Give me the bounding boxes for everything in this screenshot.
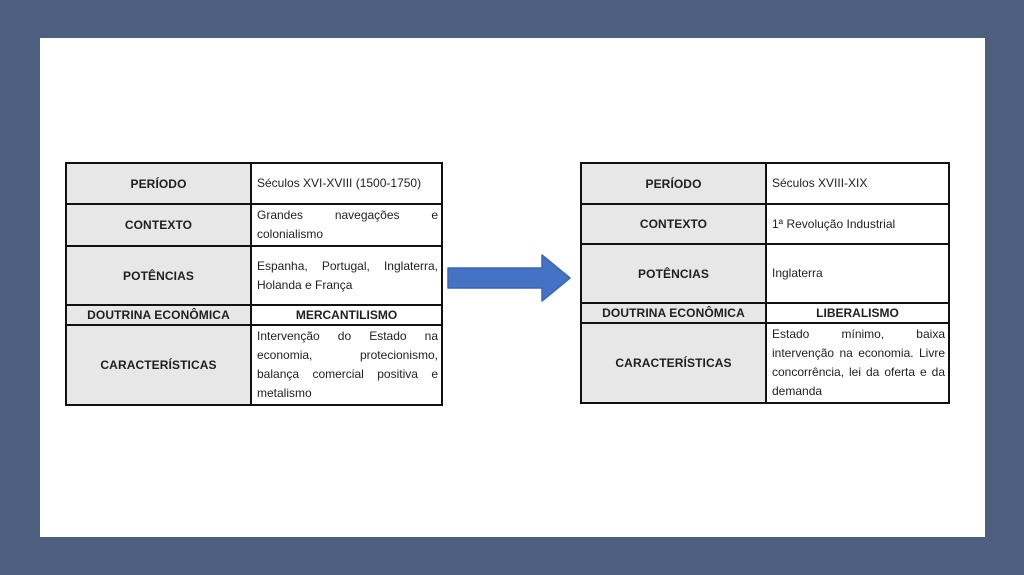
table-row: PERÍODO Séculos XVI-XVIII (1500-1750)	[65, 162, 443, 205]
right-label-contexto: CONTEXTO	[580, 203, 767, 245]
table-row: POTÊNCIAS Inglaterra	[580, 243, 950, 304]
table-row: PERÍODO Séculos XVIII-XIX	[580, 162, 950, 205]
left-label-doutrina: DOUTRINA ECONÔMICA	[65, 304, 252, 326]
right-label-doutrina: DOUTRINA ECONÔMICA	[580, 302, 767, 324]
right-value-contexto: 1ª Revolução Industrial	[765, 203, 950, 245]
right-value-caracteristicas: Estado mínimo, baixa intervenção na econ…	[765, 322, 950, 404]
table-row: CONTEXTO Grandes navegações e colonialis…	[65, 203, 443, 247]
left-label-caracteristicas: CARACTERÍSTICAS	[65, 324, 252, 406]
table-row: CONTEXTO 1ª Revolução Industrial	[580, 203, 950, 245]
liberalism-table: PERÍODO Séculos XVIII-XIX CONTEXTO 1ª Re…	[580, 162, 950, 404]
right-value-doutrina: LIBERALISMO	[765, 302, 950, 324]
right-value-potencias: Inglaterra	[765, 243, 950, 304]
table-row: DOUTRINA ECONÔMICA MERCANTILISMO	[65, 304, 443, 326]
table-row: POTÊNCIAS Espanha, Portugal, Inglaterra,…	[65, 245, 443, 306]
mercantilism-table: PERÍODO Séculos XVI-XVIII (1500-1750) CO…	[65, 162, 443, 406]
left-value-periodo: Séculos XVI-XVIII (1500-1750)	[250, 162, 443, 205]
left-label-potencias: POTÊNCIAS	[65, 245, 252, 306]
left-value-potencias: Espanha, Portugal, Inglaterra, Holanda e…	[250, 245, 443, 306]
table-row: CARACTERÍSTICAS Intervenção do Estado na…	[65, 324, 443, 406]
left-value-caracteristicas: Intervenção do Estado na economia, prote…	[250, 324, 443, 406]
left-value-contexto: Grandes navegações e colonialismo	[250, 203, 443, 247]
table-row: DOUTRINA ECONÔMICA LIBERALISMO	[580, 302, 950, 324]
left-label-contexto: CONTEXTO	[65, 203, 252, 247]
left-value-doutrina: MERCANTILISMO	[250, 304, 443, 326]
right-arrow-icon	[447, 254, 571, 302]
presentation-slide: PERÍODO Séculos XVI-XVIII (1500-1750) CO…	[40, 38, 985, 537]
right-label-potencias: POTÊNCIAS	[580, 243, 767, 304]
transition-arrow	[446, 253, 572, 303]
right-value-periodo: Séculos XVIII-XIX	[765, 162, 950, 205]
right-label-periodo: PERÍODO	[580, 162, 767, 205]
right-label-caracteristicas: CARACTERÍSTICAS	[580, 322, 767, 404]
table-row: CARACTERÍSTICAS Estado mínimo, baixa int…	[580, 322, 950, 404]
left-label-periodo: PERÍODO	[65, 162, 252, 205]
